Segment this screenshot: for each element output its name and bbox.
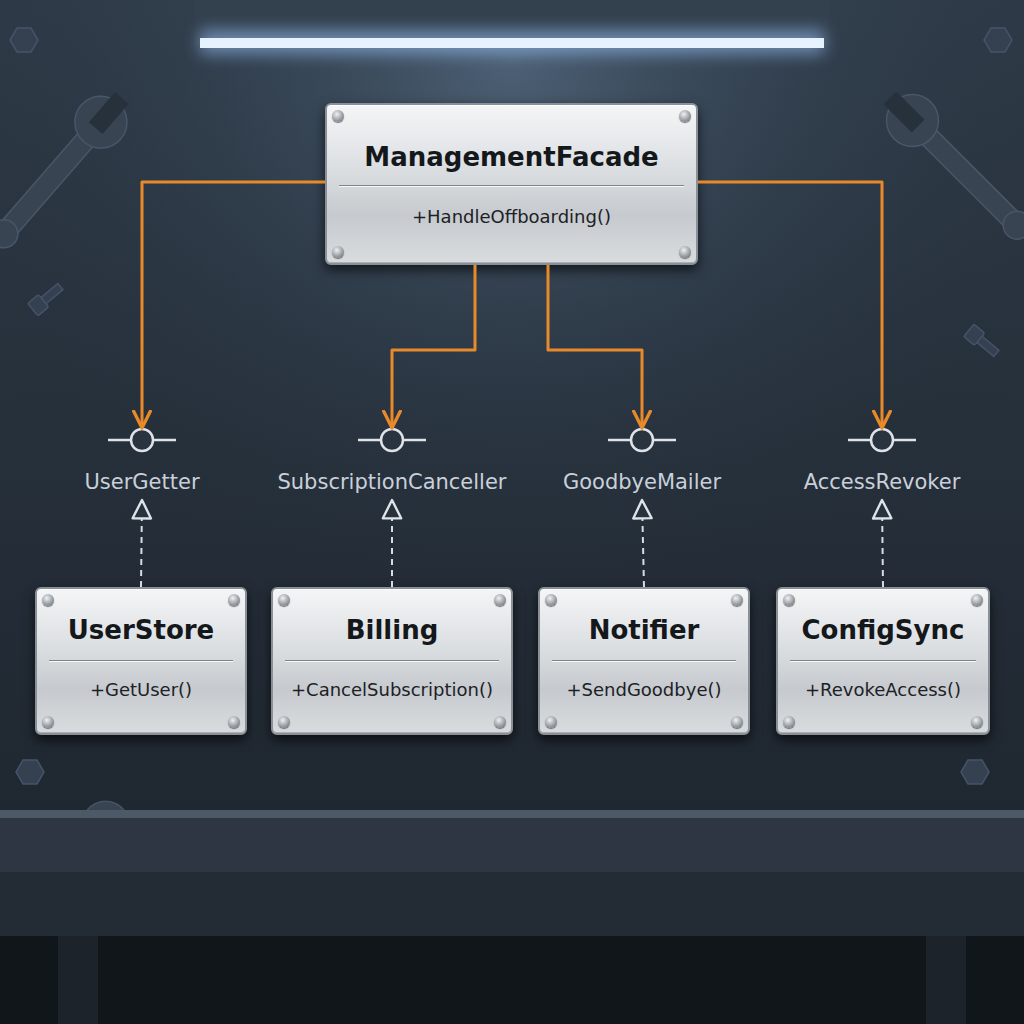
interface-symbol — [762, 428, 1002, 454]
light-fixture — [195, 0, 829, 54]
class-box: ConfigSync +RevokeAccess() — [776, 587, 990, 735]
corner-screw — [332, 246, 344, 258]
interface-symbol — [272, 428, 512, 454]
compartment-divider — [790, 660, 976, 662]
compartment-divider — [339, 185, 684, 187]
nut-decoration — [10, 28, 1012, 784]
wrench-decoration — [0, 79, 1024, 887]
class-name: Notifier — [546, 613, 742, 647]
compartment-divider — [552, 660, 736, 662]
method-name: +GetUser() — [43, 678, 239, 702]
corner-screw — [545, 594, 557, 606]
compartment-divider — [285, 660, 499, 662]
corner-screw — [42, 716, 54, 728]
interface-lollipop: UserGetter — [22, 428, 262, 500]
class-name: ConfigSync — [784, 613, 982, 647]
interface-lollipop: SubscriptionCanceller — [272, 428, 512, 500]
realization-connector — [141, 500, 142, 587]
corner-screw — [679, 110, 691, 122]
corner-screw — [228, 594, 240, 606]
corner-screw — [228, 716, 240, 728]
method-name: +CancelSubscription() — [279, 678, 505, 702]
corner-screw — [679, 246, 691, 258]
interface-name: GoodbyeMailer — [512, 470, 772, 494]
corner-screw — [332, 110, 344, 122]
class-box: Notifier +SendGoodbye() — [538, 587, 750, 735]
corner-screw — [783, 716, 795, 728]
interface-lollipop: AccessRevoker — [762, 428, 1002, 500]
method-name: +HandleOffboarding() — [333, 205, 690, 229]
dependency-connector — [142, 182, 325, 428]
realization-connector — [882, 500, 883, 587]
interface-lollipop: GoodbyeMailer — [522, 428, 762, 500]
corner-screw — [783, 594, 795, 606]
interface-symbol — [522, 428, 762, 454]
workbench-shelf — [0, 810, 1024, 1024]
corner-screw — [278, 594, 290, 606]
class-name: UserStore — [43, 613, 239, 647]
compartment-divider — [49, 660, 233, 662]
interface-name: AccessRevoker — [752, 470, 1012, 494]
method-name: +RevokeAccess() — [784, 678, 982, 702]
realization-connector — [642, 500, 644, 587]
corner-screw — [42, 594, 54, 606]
realization-connector — [391, 500, 393, 587]
class-box: ManagementFacade +HandleOffboarding() — [325, 103, 698, 265]
class-box: Billing +CancelSubscription() — [271, 587, 513, 735]
corner-screw — [278, 716, 290, 728]
class-box: UserStore +GetUser() — [35, 587, 247, 735]
dependency-connector — [392, 265, 475, 428]
interface-name: UserGetter — [12, 470, 272, 494]
corner-screw — [731, 716, 743, 728]
corner-screw — [494, 716, 506, 728]
interface-symbol — [22, 428, 262, 454]
corner-screw — [971, 594, 983, 606]
dependency-connector — [698, 182, 882, 428]
interface-name: SubscriptionCanceller — [262, 470, 522, 494]
dependency-connector — [548, 265, 642, 428]
method-name: +SendGoodbye() — [546, 678, 742, 702]
corner-screw — [971, 716, 983, 728]
corner-screw — [494, 594, 506, 606]
class-name: Billing — [279, 613, 505, 647]
corner-screw — [731, 594, 743, 606]
corner-screw — [545, 716, 557, 728]
class-name: ManagementFacade — [333, 140, 690, 174]
